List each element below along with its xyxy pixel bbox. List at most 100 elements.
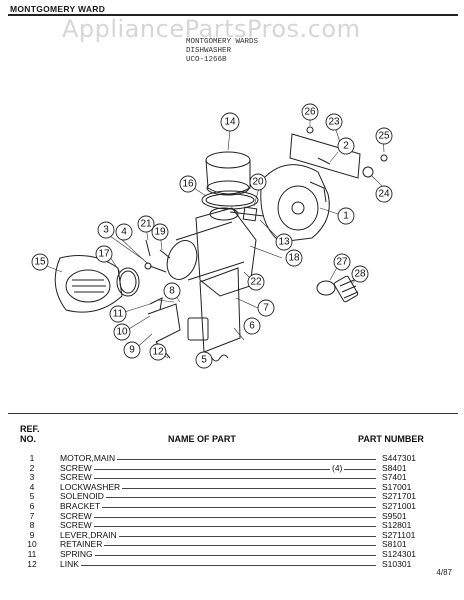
pump-body	[195, 207, 257, 297]
callout-circle-11	[109, 305, 127, 323]
callout-circle-18	[285, 249, 303, 267]
callout-number-24: 24	[378, 189, 390, 200]
leader-line	[60, 497, 376, 499]
motor-face	[277, 185, 319, 231]
leader-line	[60, 507, 376, 508]
part-name: SCREW	[60, 510, 94, 521]
callout-number-5: 5	[201, 355, 207, 366]
callout-number-14: 14	[224, 117, 236, 128]
sump-housing	[54, 255, 123, 313]
callout-circle-24	[375, 185, 393, 203]
part-name: LEVER,DRAIN	[60, 529, 119, 540]
callout-circle-14	[220, 112, 240, 132]
part-number: S7401	[380, 472, 407, 483]
motor-vent	[309, 181, 327, 203]
filter-mesh	[339, 279, 359, 299]
part-name: BRACKET	[60, 501, 103, 511]
callout-circle-2	[337, 137, 355, 155]
ref-number: 4	[29, 481, 35, 492]
screw-3	[149, 265, 167, 273]
part-number: S10301	[380, 558, 412, 569]
callout-number-25: 25	[378, 131, 390, 142]
part-name: LINK	[60, 558, 81, 569]
callout-number-20: 20	[252, 177, 264, 188]
callout-circle-4	[115, 223, 133, 241]
quantity: (4)	[330, 462, 345, 473]
ref-header-line2: NO.	[20, 434, 37, 444]
pump-outlet	[209, 207, 239, 221]
leader-line	[60, 555, 376, 556]
exploded-parts-diagram: 1 2 3 4 5 6 7 8 9 10 11 12 13 14 15 16 1…	[31, 103, 393, 369]
impeller-cap-rim	[206, 180, 250, 196]
shaft-coupling	[242, 206, 258, 222]
callout-number-18: 18	[288, 253, 300, 264]
watermark: AppliancePartsPros.com	[62, 15, 361, 43]
callout-number-8: 8	[169, 286, 175, 297]
ref-header-line1: REF.	[20, 424, 40, 434]
callout-circle-6	[243, 317, 261, 335]
table-row: 12 LINK S10301	[20, 558, 452, 569]
leader-line	[60, 526, 376, 528]
part-name: LOCKWASHER	[60, 481, 123, 492]
revision-date: 4/87	[436, 568, 452, 577]
part-name: RETAINER	[60, 539, 105, 550]
callout-number-7: 7	[263, 303, 269, 314]
callout-number-17: 17	[98, 249, 110, 260]
solenoid-coil	[187, 317, 209, 341]
callout-circle-27	[333, 253, 351, 271]
seal-ring-inner	[119, 270, 137, 294]
callout-circle-10	[113, 323, 131, 341]
callout-number-12: 12	[152, 347, 164, 358]
callout-number-19: 19	[154, 227, 166, 238]
callout-number-21: 21	[140, 219, 152, 230]
drain-lever	[147, 303, 181, 343]
part-name: SCREW	[60, 472, 94, 483]
callout-number-6: 6	[249, 321, 255, 332]
part-number: S8401	[380, 462, 407, 473]
callout-number-26: 26	[304, 107, 316, 118]
leader-line	[60, 468, 376, 470]
leader-line	[60, 459, 376, 460]
screw-21	[145, 239, 151, 257]
clamp-ring-inner	[205, 193, 255, 207]
screw-2	[317, 157, 331, 165]
callout-circle-21	[137, 215, 155, 233]
retainer-clip	[149, 297, 163, 311]
callout-circle-26	[301, 103, 319, 121]
impeller-cap-body	[205, 159, 251, 195]
callout-circle-3	[97, 221, 115, 239]
callout-circle-23	[325, 113, 343, 131]
callout-number-23: 23	[328, 117, 340, 128]
brand-label: MONTGOMERY WARD	[10, 4, 110, 14]
ref-number: 12	[27, 558, 37, 569]
part-number-header: PART NUMBER	[358, 434, 424, 444]
ref-number: 8	[29, 520, 35, 531]
leader-line	[60, 564, 376, 566]
callout-circle-25	[375, 127, 393, 145]
filter-screen	[333, 275, 359, 303]
ref-number: 7	[29, 510, 35, 521]
table-separator	[8, 413, 458, 414]
callout-circle-1	[337, 207, 355, 225]
callout-circle-9	[123, 341, 141, 359]
callout-number-4: 4	[121, 227, 127, 238]
callout-number-10: 10	[116, 327, 128, 338]
nut-26	[306, 126, 314, 134]
pump-cylinder-end	[166, 240, 198, 280]
ref-number: 9	[29, 529, 35, 540]
callout-number-15: 15	[34, 257, 46, 268]
callout-circle-17	[95, 245, 113, 263]
sump-grille	[72, 279, 106, 293]
callout-number-3: 3	[103, 225, 109, 236]
motor-hub	[291, 201, 305, 215]
subtitle-line-product: DISHWASHER	[186, 47, 232, 55]
header-rule	[8, 14, 458, 16]
nut-24	[362, 166, 374, 178]
part-name: SCREW	[60, 462, 94, 473]
